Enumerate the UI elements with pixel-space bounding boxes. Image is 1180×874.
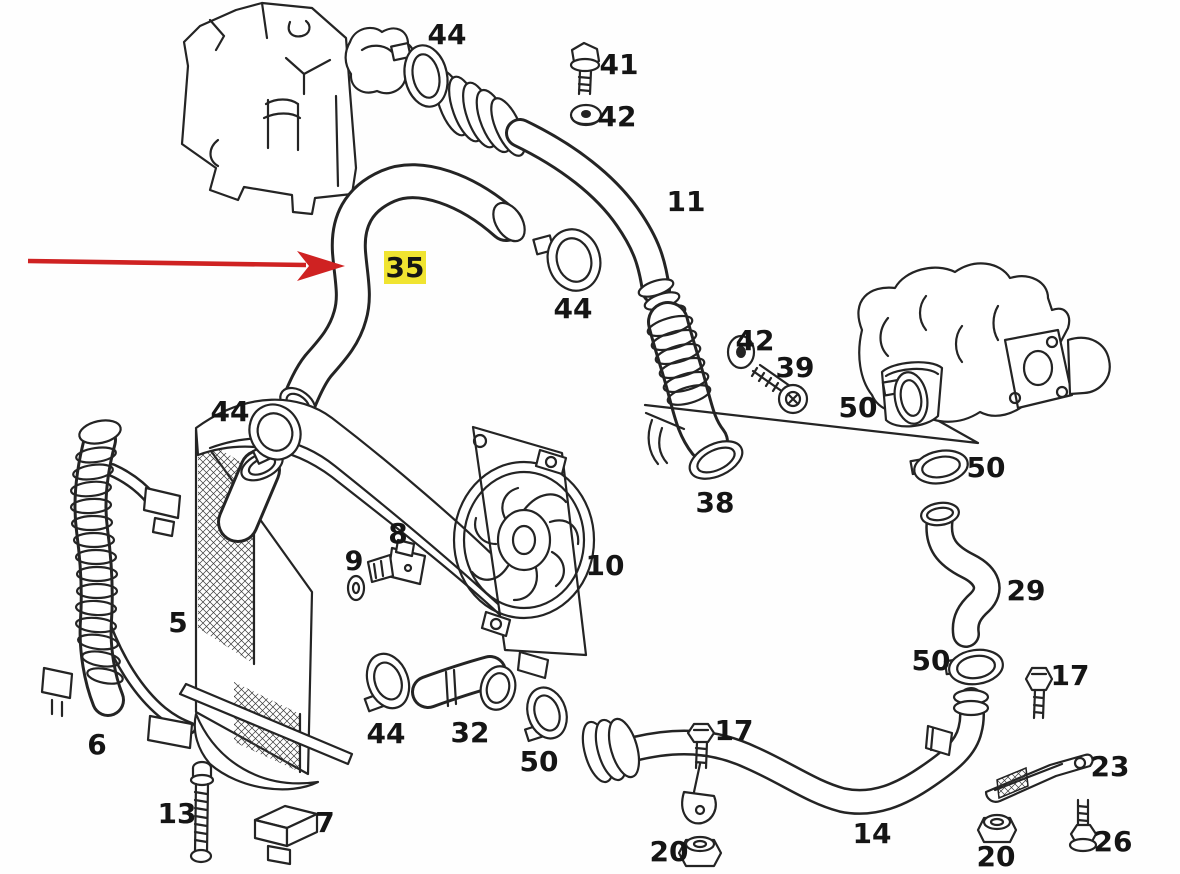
part-label-29: 29 bbox=[1007, 574, 1046, 607]
bolt-26 bbox=[1068, 798, 1098, 853]
part-label-44-middle: 44 bbox=[554, 292, 593, 325]
part-label-44-bottom: 44 bbox=[367, 717, 406, 750]
part-label-50-pipe14: 50 bbox=[912, 644, 951, 677]
part-label-20-right: 20 bbox=[977, 840, 1016, 873]
part-label-50-turbo: 50 bbox=[839, 391, 878, 424]
part-label-44-intercooler: 44 bbox=[211, 395, 250, 428]
clamp-50-pipe14 bbox=[943, 648, 1004, 686]
clamp-50-bottom bbox=[523, 686, 568, 743]
clamp-44-top bbox=[390, 41, 449, 108]
seal-ring-9 bbox=[346, 574, 366, 602]
part-label-39: 39 bbox=[776, 351, 815, 384]
air-guide-duct-6 bbox=[40, 419, 197, 750]
bolt-13 bbox=[189, 760, 215, 864]
part-label-26: 26 bbox=[1094, 825, 1133, 858]
part-label-23: 23 bbox=[1091, 750, 1130, 783]
part-label-50-bottom: 50 bbox=[520, 745, 559, 778]
washer-42-top bbox=[569, 103, 603, 127]
bracket-7 bbox=[253, 804, 319, 866]
part-label-38: 38 bbox=[696, 486, 735, 519]
charge-air-hose-35-highlighted-part bbox=[279, 163, 526, 422]
nut-20-right bbox=[976, 813, 1018, 844]
pointer-arrow bbox=[27, 251, 345, 281]
bolt-39 bbox=[750, 363, 809, 415]
part-label-44-top: 44 bbox=[428, 18, 467, 51]
charge-pipe-11 bbox=[505, 118, 687, 324]
air-filter-housing bbox=[180, 1, 416, 216]
part-label-50-loose: 50 bbox=[967, 451, 1006, 484]
part-label-6: 6 bbox=[87, 728, 106, 761]
part-label-14: 14 bbox=[853, 817, 892, 850]
part-label-17-right: 17 bbox=[1051, 659, 1090, 692]
part-label-35-highlighted: 35 bbox=[386, 251, 425, 284]
clamp-50-turbo bbox=[881, 371, 929, 425]
part-label-8: 8 bbox=[388, 517, 407, 550]
hose-32 bbox=[411, 655, 517, 711]
part-label-13: 13 bbox=[158, 797, 197, 830]
nut-20-middle bbox=[677, 835, 723, 868]
hose-29 bbox=[920, 501, 1001, 648]
clamp-44-middle bbox=[532, 228, 602, 292]
clamp-44-bottom bbox=[363, 652, 411, 713]
part-label-5: 5 bbox=[168, 606, 187, 639]
part-label-42-middle: 42 bbox=[736, 324, 775, 357]
part-label-42-top: 42 bbox=[598, 100, 637, 133]
part-label-11: 11 bbox=[667, 185, 706, 218]
bolt-17-middle bbox=[686, 722, 716, 770]
charge-pipe-14 bbox=[581, 687, 990, 825]
highlight-35 bbox=[384, 251, 426, 284]
clamp-50-loose bbox=[909, 449, 969, 485]
fan-shroud-10 bbox=[452, 425, 596, 680]
part-label-17-middle: 17 bbox=[715, 714, 754, 747]
corrugated-hose-38 bbox=[646, 301, 744, 480]
clamp-44-intercooler bbox=[248, 403, 302, 465]
bolt-17-right bbox=[1024, 666, 1054, 720]
part-label-10: 10 bbox=[586, 549, 625, 582]
part-label-32: 32 bbox=[451, 716, 490, 749]
bracket-23 bbox=[984, 753, 1094, 803]
sensor-8 bbox=[366, 538, 427, 586]
part-label-7: 7 bbox=[315, 806, 334, 839]
part-label-9: 9 bbox=[345, 546, 364, 577]
washer-42-middle bbox=[726, 334, 756, 370]
part-label-20-middle: 20 bbox=[650, 835, 689, 868]
bolt-41 bbox=[569, 41, 601, 96]
part-label-41: 41 bbox=[600, 48, 639, 81]
